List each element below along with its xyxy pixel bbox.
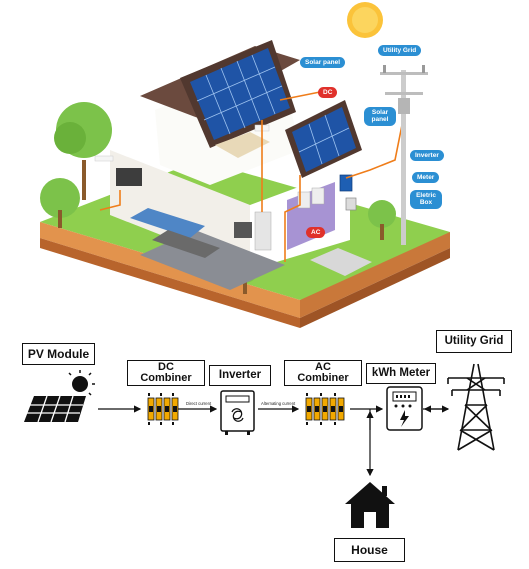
utility-pole-icon bbox=[380, 65, 428, 245]
washer-icon bbox=[297, 191, 311, 209]
tree-left-icon bbox=[40, 102, 112, 228]
walkway bbox=[310, 248, 372, 276]
label-ac-combiner: AC Combiner bbox=[284, 360, 362, 386]
solar-house-illustration bbox=[40, 2, 450, 328]
callout-meter: Meter bbox=[412, 172, 440, 184]
label-inverter: Inverter bbox=[209, 365, 271, 386]
label-kwh-meter: kWh Meter bbox=[366, 363, 436, 384]
soil-front bbox=[40, 222, 300, 318]
ac-combiner-icon bbox=[305, 393, 345, 425]
callout-solar-panel-top: Solar panel bbox=[300, 57, 346, 69]
dc-combiner-icon bbox=[147, 393, 179, 425]
connector-label-direct-current: Direct current bbox=[186, 401, 212, 406]
callout-ac: AC bbox=[306, 227, 326, 239]
transmission-tower-icon bbox=[447, 363, 505, 451]
label-utility-grid: Utility Grid bbox=[436, 330, 512, 353]
label-house: House bbox=[334, 538, 405, 562]
stove-icon bbox=[234, 222, 252, 238]
callout-electric-box: Eletric Box bbox=[410, 190, 442, 209]
callout-utility-grid: Utility Grid bbox=[378, 45, 422, 57]
inverter-icon bbox=[220, 390, 255, 435]
label-pv-module: PV Module bbox=[22, 343, 95, 365]
fridge-icon bbox=[254, 211, 272, 251]
solar-panel-main bbox=[190, 48, 290, 140]
soil-side bbox=[300, 232, 450, 318]
callout-inverter: Inverter bbox=[410, 150, 444, 162]
kwh-meter-icon bbox=[386, 386, 423, 431]
house-icon bbox=[345, 482, 395, 528]
solar-panel-side bbox=[292, 107, 356, 172]
tv-icon bbox=[116, 168, 142, 186]
inverter-device-icon bbox=[339, 174, 353, 192]
callout-dc: DC bbox=[318, 87, 338, 99]
meter-device-icon bbox=[345, 197, 357, 211]
callout-solar-panel-side: Solar panel bbox=[364, 107, 396, 126]
pv-module-icon bbox=[24, 370, 95, 423]
label-dc-combiner: DC Combiner bbox=[127, 360, 205, 386]
wiring bbox=[99, 91, 406, 262]
flow-connectors bbox=[98, 405, 450, 477]
sofa bbox=[130, 208, 205, 238]
connector-label-alternating-current: Alternating current bbox=[261, 401, 296, 406]
bed bbox=[215, 132, 270, 158]
kitchen-counter bbox=[152, 230, 220, 258]
flow-diagram bbox=[24, 363, 505, 528]
